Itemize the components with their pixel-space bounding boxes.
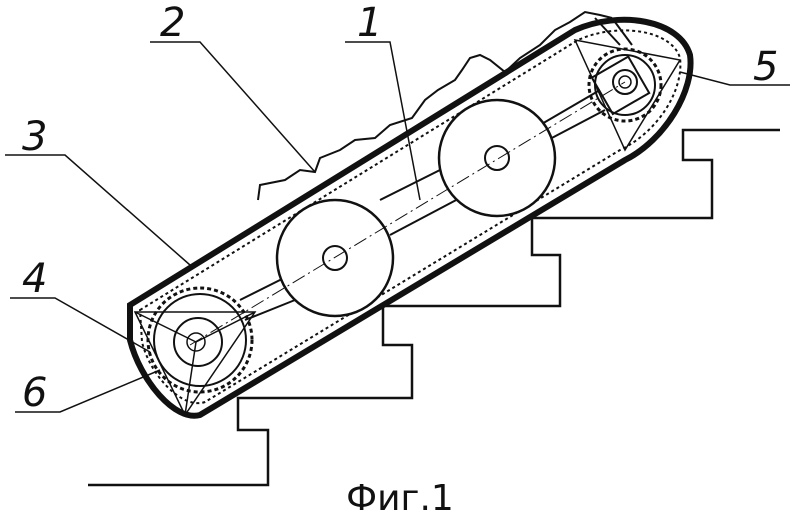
- label-6: 6: [22, 370, 47, 416]
- track-outer: [127, 16, 694, 419]
- label-5: 5: [753, 44, 778, 90]
- figure-caption: Фиг.1: [346, 478, 454, 519]
- crawler-body: [127, 16, 694, 419]
- label-4: 4: [22, 256, 47, 302]
- road-wheels: [275, 98, 557, 318]
- stairs: [88, 128, 780, 487]
- track-inner: [138, 29, 682, 405]
- load-platform: [257, 10, 613, 201]
- label-2: 2: [160, 0, 185, 46]
- rear-sprocket: [133, 286, 257, 417]
- center-axis: [189, 81, 626, 346]
- label-3: 3: [22, 114, 47, 160]
- leader-lines: [5, 41, 790, 413]
- label-1: 1: [357, 0, 382, 46]
